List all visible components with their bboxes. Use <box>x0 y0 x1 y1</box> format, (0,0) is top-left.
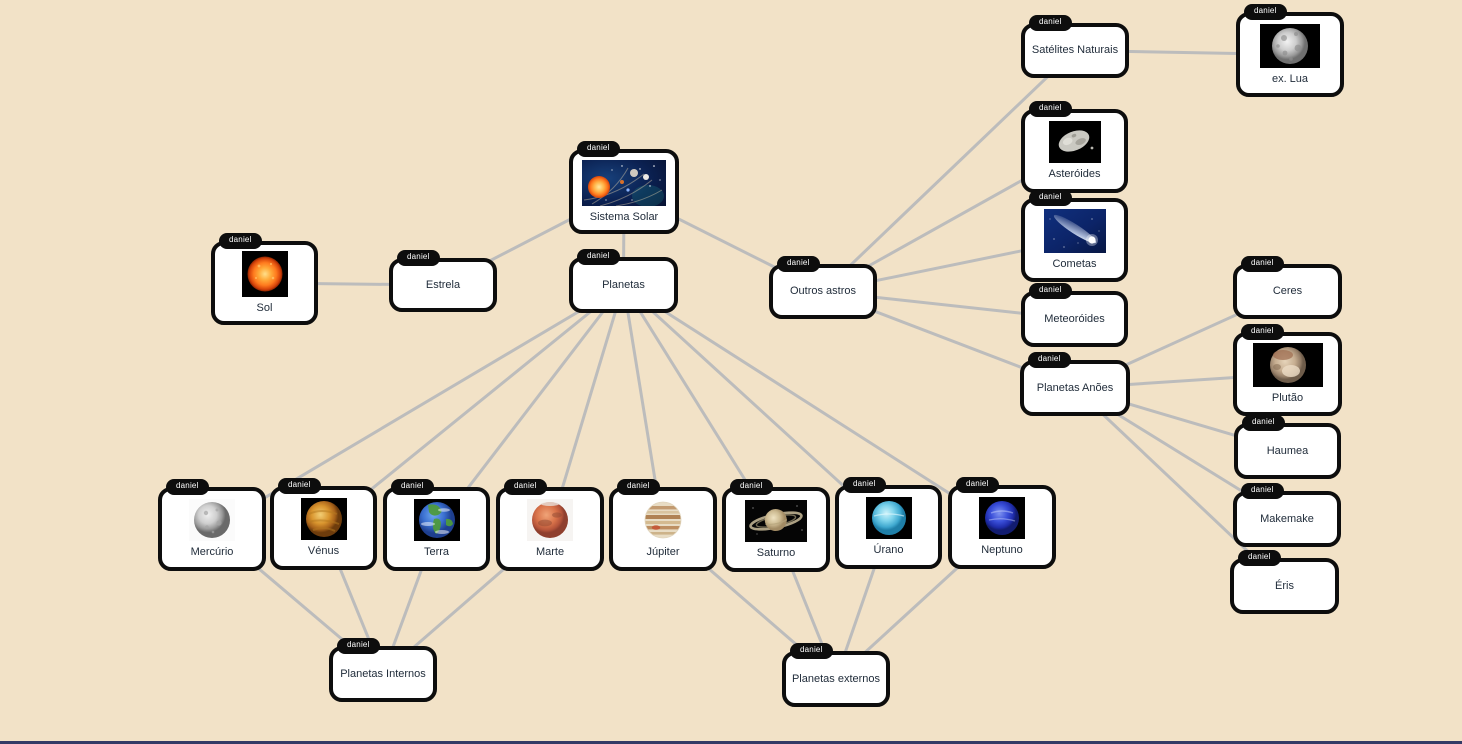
mercury-image <box>189 499 235 542</box>
node-label: Ceres <box>1272 285 1303 298</box>
node-label: Vénus <box>307 545 340 558</box>
node-label: Terra <box>423 546 450 559</box>
node-label: Plutão <box>1271 392 1304 405</box>
node-label: Planetas externos <box>791 672 881 685</box>
author-tag: daniel <box>1242 415 1285 431</box>
author-tag: daniel <box>1244 4 1287 20</box>
node-label: Sol <box>256 302 273 315</box>
node-label: Planetas Anões <box>1036 381 1114 394</box>
author-tag: daniel <box>577 141 620 157</box>
author-tag: daniel <box>617 479 660 495</box>
saturn-image <box>745 499 807 542</box>
node-label: Planetas Internos <box>340 667 426 680</box>
author-tag: daniel <box>777 256 820 272</box>
comet-image <box>1043 209 1106 254</box>
node-label: Éris <box>1275 579 1294 592</box>
author-tag: daniel <box>1029 283 1072 299</box>
author-tag: daniel <box>1241 483 1284 499</box>
node-label: Makemake <box>1260 512 1314 525</box>
author-tag: daniel <box>1029 190 1072 206</box>
sun-image <box>241 251 288 298</box>
author-tag: daniel <box>166 479 209 495</box>
mars-image <box>527 499 573 542</box>
venus-image <box>300 498 347 541</box>
uranus-image <box>865 497 912 540</box>
node-ex-lua[interactable]: daniel ex. Lua <box>1236 4 1344 97</box>
pluto-image <box>1252 343 1323 388</box>
node-label: Júpiter <box>646 546 680 559</box>
author-tag: daniel <box>219 233 262 249</box>
author-tag: daniel <box>397 250 440 266</box>
node-label: Sistema Solar <box>589 210 659 223</box>
solar-system-image <box>582 159 666 207</box>
node-label: Planetas <box>602 278 645 291</box>
neptune-image <box>979 497 1025 540</box>
author-tag: daniel <box>956 477 999 493</box>
author-tag: daniel <box>790 643 833 659</box>
connection-planetas--neptuno <box>622 283 1003 529</box>
node-label: Neptuno <box>981 544 1023 557</box>
jupiter-image <box>640 499 686 542</box>
author-tag: daniel <box>391 479 434 495</box>
earth-image <box>413 499 460 542</box>
author-tag: daniel <box>1029 15 1072 31</box>
node-label: Marte <box>535 546 565 559</box>
author-tag: daniel <box>577 249 620 265</box>
node-label: Úrano <box>873 544 904 557</box>
node-label: Saturno <box>756 546 796 559</box>
author-tag: daniel <box>1238 550 1281 566</box>
asteroid-image <box>1048 121 1101 164</box>
author-tag: daniel <box>1241 324 1284 340</box>
author-tag: daniel <box>843 477 886 493</box>
moon-image <box>1260 23 1320 68</box>
author-tag: daniel <box>1029 101 1072 117</box>
author-tag: daniel <box>504 479 547 495</box>
node-label: Asteróides <box>1048 168 1101 181</box>
connection-planetas--venus <box>322 283 625 530</box>
author-tag: daniel <box>1028 352 1071 368</box>
author-tag: daniel <box>337 638 380 654</box>
board-bottom-edge <box>0 741 1462 744</box>
node-label: Satélites Naturais <box>1031 44 1119 57</box>
node-label: ex. Lua <box>1271 72 1309 85</box>
node-label: Meteoróides <box>1044 312 1105 325</box>
node-label: Mercúrio <box>190 546 234 559</box>
node-label: Estrela <box>425 278 461 291</box>
node-label: Cometas <box>1052 258 1097 271</box>
author-tag: daniel <box>730 479 773 495</box>
author-tag: daniel <box>278 478 321 494</box>
node-label: Outros astros <box>789 285 857 298</box>
node-label: Haumea <box>1266 444 1309 457</box>
connection-outros-astros--satelites-naturais <box>821 49 1077 293</box>
author-tag: daniel <box>1241 256 1284 272</box>
